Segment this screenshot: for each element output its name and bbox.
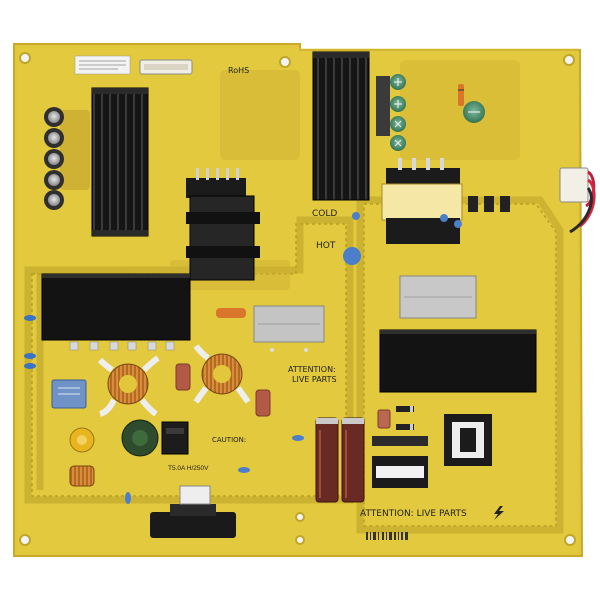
attention-mid-line2: LIVE PARTS <box>292 375 337 384</box>
bulk-capacitors <box>315 417 365 503</box>
metal-shield-center <box>253 305 325 352</box>
heatsink-left <box>91 87 149 237</box>
heatsink-bar-right <box>379 329 537 393</box>
caution-label: CAUTION: <box>212 436 246 444</box>
small-blue-caps <box>125 212 462 504</box>
cold-label: COLD <box>312 209 337 219</box>
transformer-center <box>186 168 260 281</box>
transformer-bottom <box>372 436 428 488</box>
toroid-inductor-left <box>97 355 160 417</box>
mounting-holes <box>19 52 576 546</box>
resistor-top <box>458 84 464 106</box>
fuse-rating-label: T5.0A H/250V <box>168 465 209 472</box>
round-caps <box>69 419 159 457</box>
diodes <box>396 196 510 430</box>
heatsink-bar-left <box>41 273 191 341</box>
toroid-inductor-right <box>193 344 251 404</box>
x-capacitor <box>51 379 87 409</box>
lightning-mark <box>494 506 504 520</box>
relay <box>161 421 189 455</box>
bottom-connector <box>150 485 236 538</box>
green-capacitor-column <box>376 74 485 151</box>
metal-shield-right <box>399 275 477 319</box>
small-capacitor-column <box>44 107 64 210</box>
rohs-mark: RoHS <box>228 66 249 75</box>
row-components-left <box>24 308 246 369</box>
attention-mid-line1: ATTENTION: <box>288 365 336 374</box>
top-connector <box>139 59 193 75</box>
transformer-bottom-right <box>444 414 492 466</box>
attention-bottom: ATTENTION: LIVE PARTS <box>360 509 467 519</box>
transformer-top-right <box>381 158 463 244</box>
hot-label: HOT <box>316 241 336 251</box>
heatsink-top-middle <box>312 51 370 201</box>
film-capacitors <box>175 363 391 429</box>
right-wire-connector <box>559 167 596 234</box>
small-coil <box>69 465 95 487</box>
serial-sticker <box>74 55 131 75</box>
bottom-barcode <box>366 532 408 540</box>
